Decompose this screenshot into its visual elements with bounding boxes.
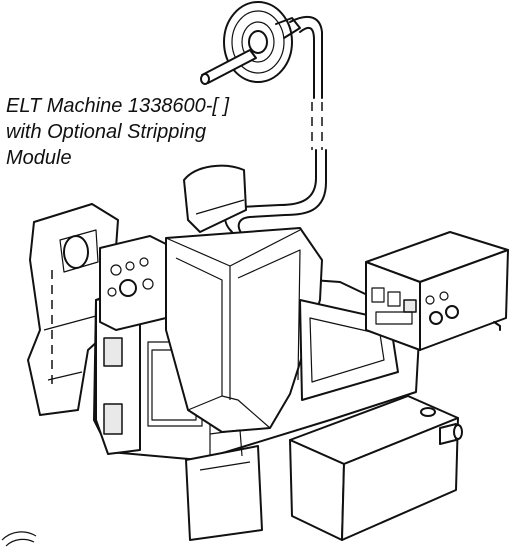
machine-caption: ELT Machine 1338600-[ ] with Optional St… — [6, 93, 266, 171]
caption-line-3: Module — [6, 147, 72, 169]
top-hopper — [183, 164, 247, 233]
bottom-tray — [185, 445, 263, 541]
caption-line-2: with Optional Stripping — [6, 121, 207, 143]
left-cover — [27, 203, 119, 416]
pipe-break-lines — [311, 102, 323, 150]
reel-icon — [200, 1, 323, 99]
center-guard — [165, 227, 323, 433]
control-box-icon — [365, 231, 509, 351]
caption-line-1: ELT Machine 1338600-[ ] — [6, 95, 230, 117]
corner-fitting — [1, 531, 37, 541]
stripping-module — [289, 395, 463, 541]
